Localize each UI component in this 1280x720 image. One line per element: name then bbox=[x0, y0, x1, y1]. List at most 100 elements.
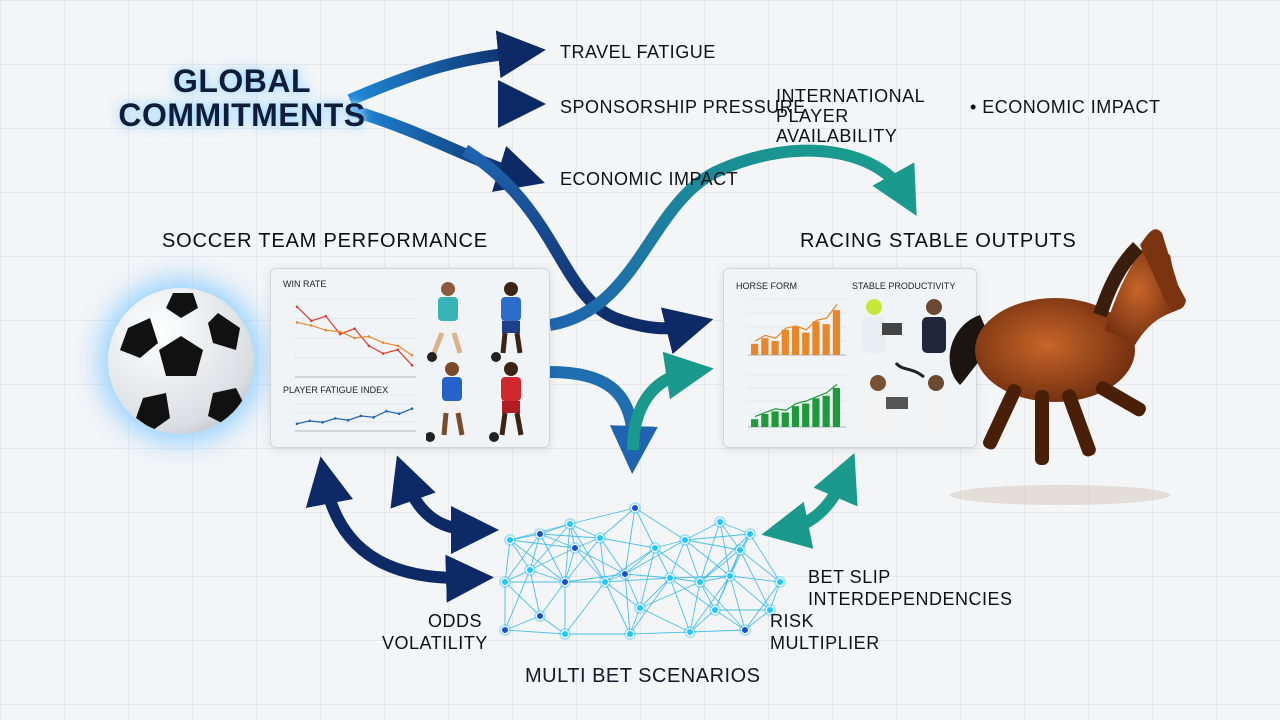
data-point bbox=[310, 324, 313, 327]
network-edge bbox=[569, 507, 636, 525]
soccer-players-image bbox=[426, 282, 524, 442]
network-edge bbox=[654, 539, 686, 549]
network-edge bbox=[624, 573, 671, 579]
bar bbox=[802, 403, 810, 427]
network-node bbox=[561, 630, 569, 638]
soccer-section-title: SOCCER TEAM PERFORMANCE bbox=[162, 230, 488, 252]
data-point bbox=[410, 407, 414, 410]
win-rate-chart bbox=[295, 298, 416, 378]
network-edge bbox=[564, 581, 606, 635]
network-node bbox=[501, 626, 509, 634]
network-edge bbox=[669, 577, 701, 583]
network-edge bbox=[669, 577, 716, 611]
data-point bbox=[334, 417, 337, 420]
network-edge bbox=[699, 533, 751, 583]
network-node bbox=[596, 534, 604, 542]
network-edge bbox=[634, 507, 686, 541]
network-node bbox=[601, 578, 609, 586]
stable-productivity-label: STABLE PRODUCTIVITY bbox=[852, 281, 956, 291]
network-edge bbox=[689, 575, 731, 633]
network-edge bbox=[729, 575, 781, 583]
data-point bbox=[308, 419, 312, 423]
network-node bbox=[561, 578, 569, 586]
network-edge bbox=[639, 547, 656, 609]
network-edge bbox=[504, 539, 511, 583]
stable-people-image bbox=[862, 299, 948, 435]
network-edge bbox=[624, 507, 636, 575]
network-edge bbox=[719, 521, 731, 577]
network-edge bbox=[729, 575, 771, 611]
racing-section-title: RACING STABLE OUTPUTS bbox=[800, 230, 1077, 252]
player-4-icon bbox=[489, 362, 524, 442]
network-edge bbox=[569, 523, 601, 539]
network-edge bbox=[699, 575, 731, 583]
network-edge bbox=[539, 533, 576, 549]
network-edge bbox=[509, 533, 541, 541]
bar bbox=[751, 343, 759, 355]
network-edge bbox=[639, 581, 701, 609]
effect-economic-impact: ECONOMIC IMPACT bbox=[560, 169, 739, 189]
network-node bbox=[501, 578, 509, 586]
data-point bbox=[397, 412, 401, 416]
effect-economic-impact-2: • ECONOMIC IMPACT bbox=[970, 97, 1161, 117]
network-edge bbox=[769, 581, 781, 611]
network-edge bbox=[744, 609, 771, 631]
network-edge bbox=[669, 575, 731, 579]
network-edge bbox=[624, 547, 656, 575]
data-point bbox=[353, 327, 356, 330]
bar bbox=[822, 395, 830, 427]
network-edge bbox=[599, 537, 656, 549]
network-node bbox=[681, 536, 689, 544]
data-point bbox=[381, 341, 385, 344]
bar bbox=[832, 388, 840, 427]
network-edge bbox=[504, 581, 541, 617]
network-edge bbox=[699, 581, 746, 631]
data-point bbox=[372, 416, 375, 419]
data-point bbox=[295, 305, 299, 309]
network-edge bbox=[654, 547, 671, 579]
multi-bet-title: MULTI BET SCENARIOS bbox=[525, 665, 761, 687]
network-edge bbox=[574, 547, 626, 575]
player-1-icon bbox=[427, 282, 463, 362]
network-edge bbox=[509, 539, 576, 549]
data-point bbox=[295, 422, 299, 426]
network-node bbox=[506, 536, 514, 544]
network-edge bbox=[529, 533, 541, 571]
network-edge bbox=[539, 533, 601, 539]
network-node bbox=[686, 628, 694, 636]
data-point bbox=[381, 352, 385, 355]
data-point bbox=[310, 319, 313, 323]
data-point bbox=[295, 321, 299, 324]
network-edge bbox=[639, 607, 691, 633]
data-point bbox=[346, 418, 350, 422]
bar bbox=[812, 398, 820, 427]
network-node bbox=[776, 578, 784, 586]
network-edge bbox=[599, 507, 636, 539]
network-node bbox=[716, 518, 724, 526]
network-edge bbox=[689, 629, 746, 633]
network-edge bbox=[669, 539, 686, 579]
bar bbox=[812, 321, 820, 355]
network-edge bbox=[629, 631, 691, 635]
network-node bbox=[621, 570, 629, 578]
network-edge bbox=[604, 581, 641, 609]
bar bbox=[761, 414, 769, 427]
horse-form-label: HORSE FORM bbox=[736, 281, 798, 291]
network-edge bbox=[639, 577, 671, 609]
player-2-icon bbox=[491, 282, 523, 362]
effect-international-availability: INTERNATIONAL PLAYER AVAILABILITY bbox=[776, 86, 925, 146]
network-edge bbox=[529, 569, 566, 583]
network-edge bbox=[564, 523, 571, 583]
network-node bbox=[631, 504, 639, 512]
network-edge bbox=[699, 521, 721, 583]
network-edge bbox=[739, 549, 781, 583]
bar bbox=[791, 406, 800, 427]
stable-productivity-chart bbox=[748, 374, 846, 428]
network-edge bbox=[689, 581, 701, 633]
data-point bbox=[410, 353, 414, 357]
network-edge bbox=[509, 539, 531, 571]
horse-form-chart bbox=[748, 298, 846, 356]
network-edge bbox=[689, 609, 716, 633]
network-node bbox=[741, 626, 749, 634]
